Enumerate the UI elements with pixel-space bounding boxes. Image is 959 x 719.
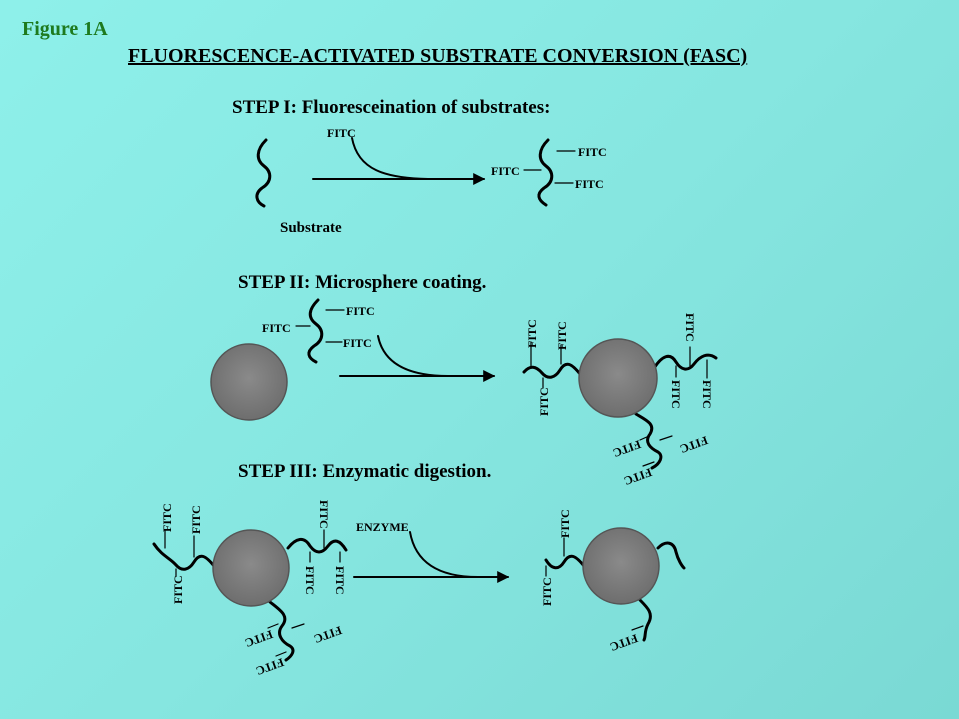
- labeled-substrate-chain: [537, 138, 554, 207]
- fitc-tick: [631, 625, 644, 631]
- fitc-label: FITC: [578, 145, 607, 159]
- step3-title: STEP III: Enzymatic digestion.: [238, 461, 492, 482]
- fitc-label: FITC: [312, 623, 344, 646]
- enzyme-curve: [409, 531, 479, 578]
- fitc-label: FITC: [575, 177, 604, 191]
- figure-label: Figure 1A: [22, 18, 108, 40]
- cleaved-chain: [656, 541, 686, 570]
- fitc-tick: [291, 623, 305, 629]
- page-title: FLUORESCENCE-ACTIVATED SUBSTRATE CONVERS…: [128, 45, 748, 67]
- labeled-substrate-chain: [307, 298, 324, 364]
- reagent-curve: [351, 137, 429, 180]
- cleaved-chain: [544, 554, 586, 570]
- fitc-tick: [659, 435, 673, 441]
- fitc-label: FITC: [262, 321, 291, 335]
- fitc-tick: [275, 651, 287, 657]
- reagent-curve: [377, 335, 449, 377]
- fitc-label: FITC: [343, 336, 372, 350]
- substrate-chain: [255, 138, 272, 208]
- coated-microsphere: [578, 338, 658, 418]
- fitc-label: FITC: [491, 164, 520, 178]
- fitc-tick: [267, 623, 279, 629]
- step2-title: STEP II: Microsphere coating.: [238, 272, 487, 293]
- coated-microsphere: [212, 529, 290, 607]
- fitc-label: FITC: [622, 465, 654, 488]
- fitc-label: FITC: [160, 503, 174, 532]
- fitc-label: FITC: [254, 655, 286, 678]
- attached-chain: [634, 412, 663, 470]
- fitc-label: FITC: [608, 631, 640, 654]
- fitc-label: FITC: [243, 627, 275, 650]
- fitc-label: FITC: [327, 126, 356, 140]
- fitc-label: FITC: [346, 304, 375, 318]
- fitc-label: FITC: [540, 577, 554, 606]
- fitc-label: FITC: [669, 380, 683, 409]
- fitc-label: FITC: [678, 433, 710, 456]
- fitc-tick: [639, 435, 650, 441]
- enzyme-label: ENZYME: [356, 520, 409, 534]
- fitc-label: FITC: [611, 437, 643, 460]
- digested-microsphere: [582, 527, 660, 605]
- substrate-label: Substrate: [280, 220, 342, 236]
- fitc-label: FITC: [189, 505, 203, 534]
- fitc-label: FITC: [303, 566, 317, 595]
- fitc-label: FITC: [171, 575, 185, 604]
- fitc-label: FITC: [558, 509, 572, 538]
- fitc-label: FITC: [683, 313, 697, 342]
- fitc-label: FITC: [555, 321, 569, 350]
- attached-chain: [652, 353, 718, 371]
- step1-title: STEP I: Fluoresceination of substrates:: [232, 97, 551, 118]
- attached-chain: [286, 538, 348, 554]
- attached-chain: [522, 362, 582, 379]
- fitc-tick: [642, 461, 655, 467]
- cleaved-chain: [638, 598, 652, 642]
- fitc-label: FITC: [537, 387, 551, 416]
- fitc-label: FITC: [700, 380, 714, 409]
- attached-chain: [268, 600, 295, 662]
- fitc-label: FITC: [317, 500, 331, 529]
- attached-chain: [152, 542, 216, 571]
- microsphere: [210, 343, 288, 421]
- fitc-label: FITC: [333, 566, 347, 595]
- fitc-label: FITC: [525, 319, 539, 348]
